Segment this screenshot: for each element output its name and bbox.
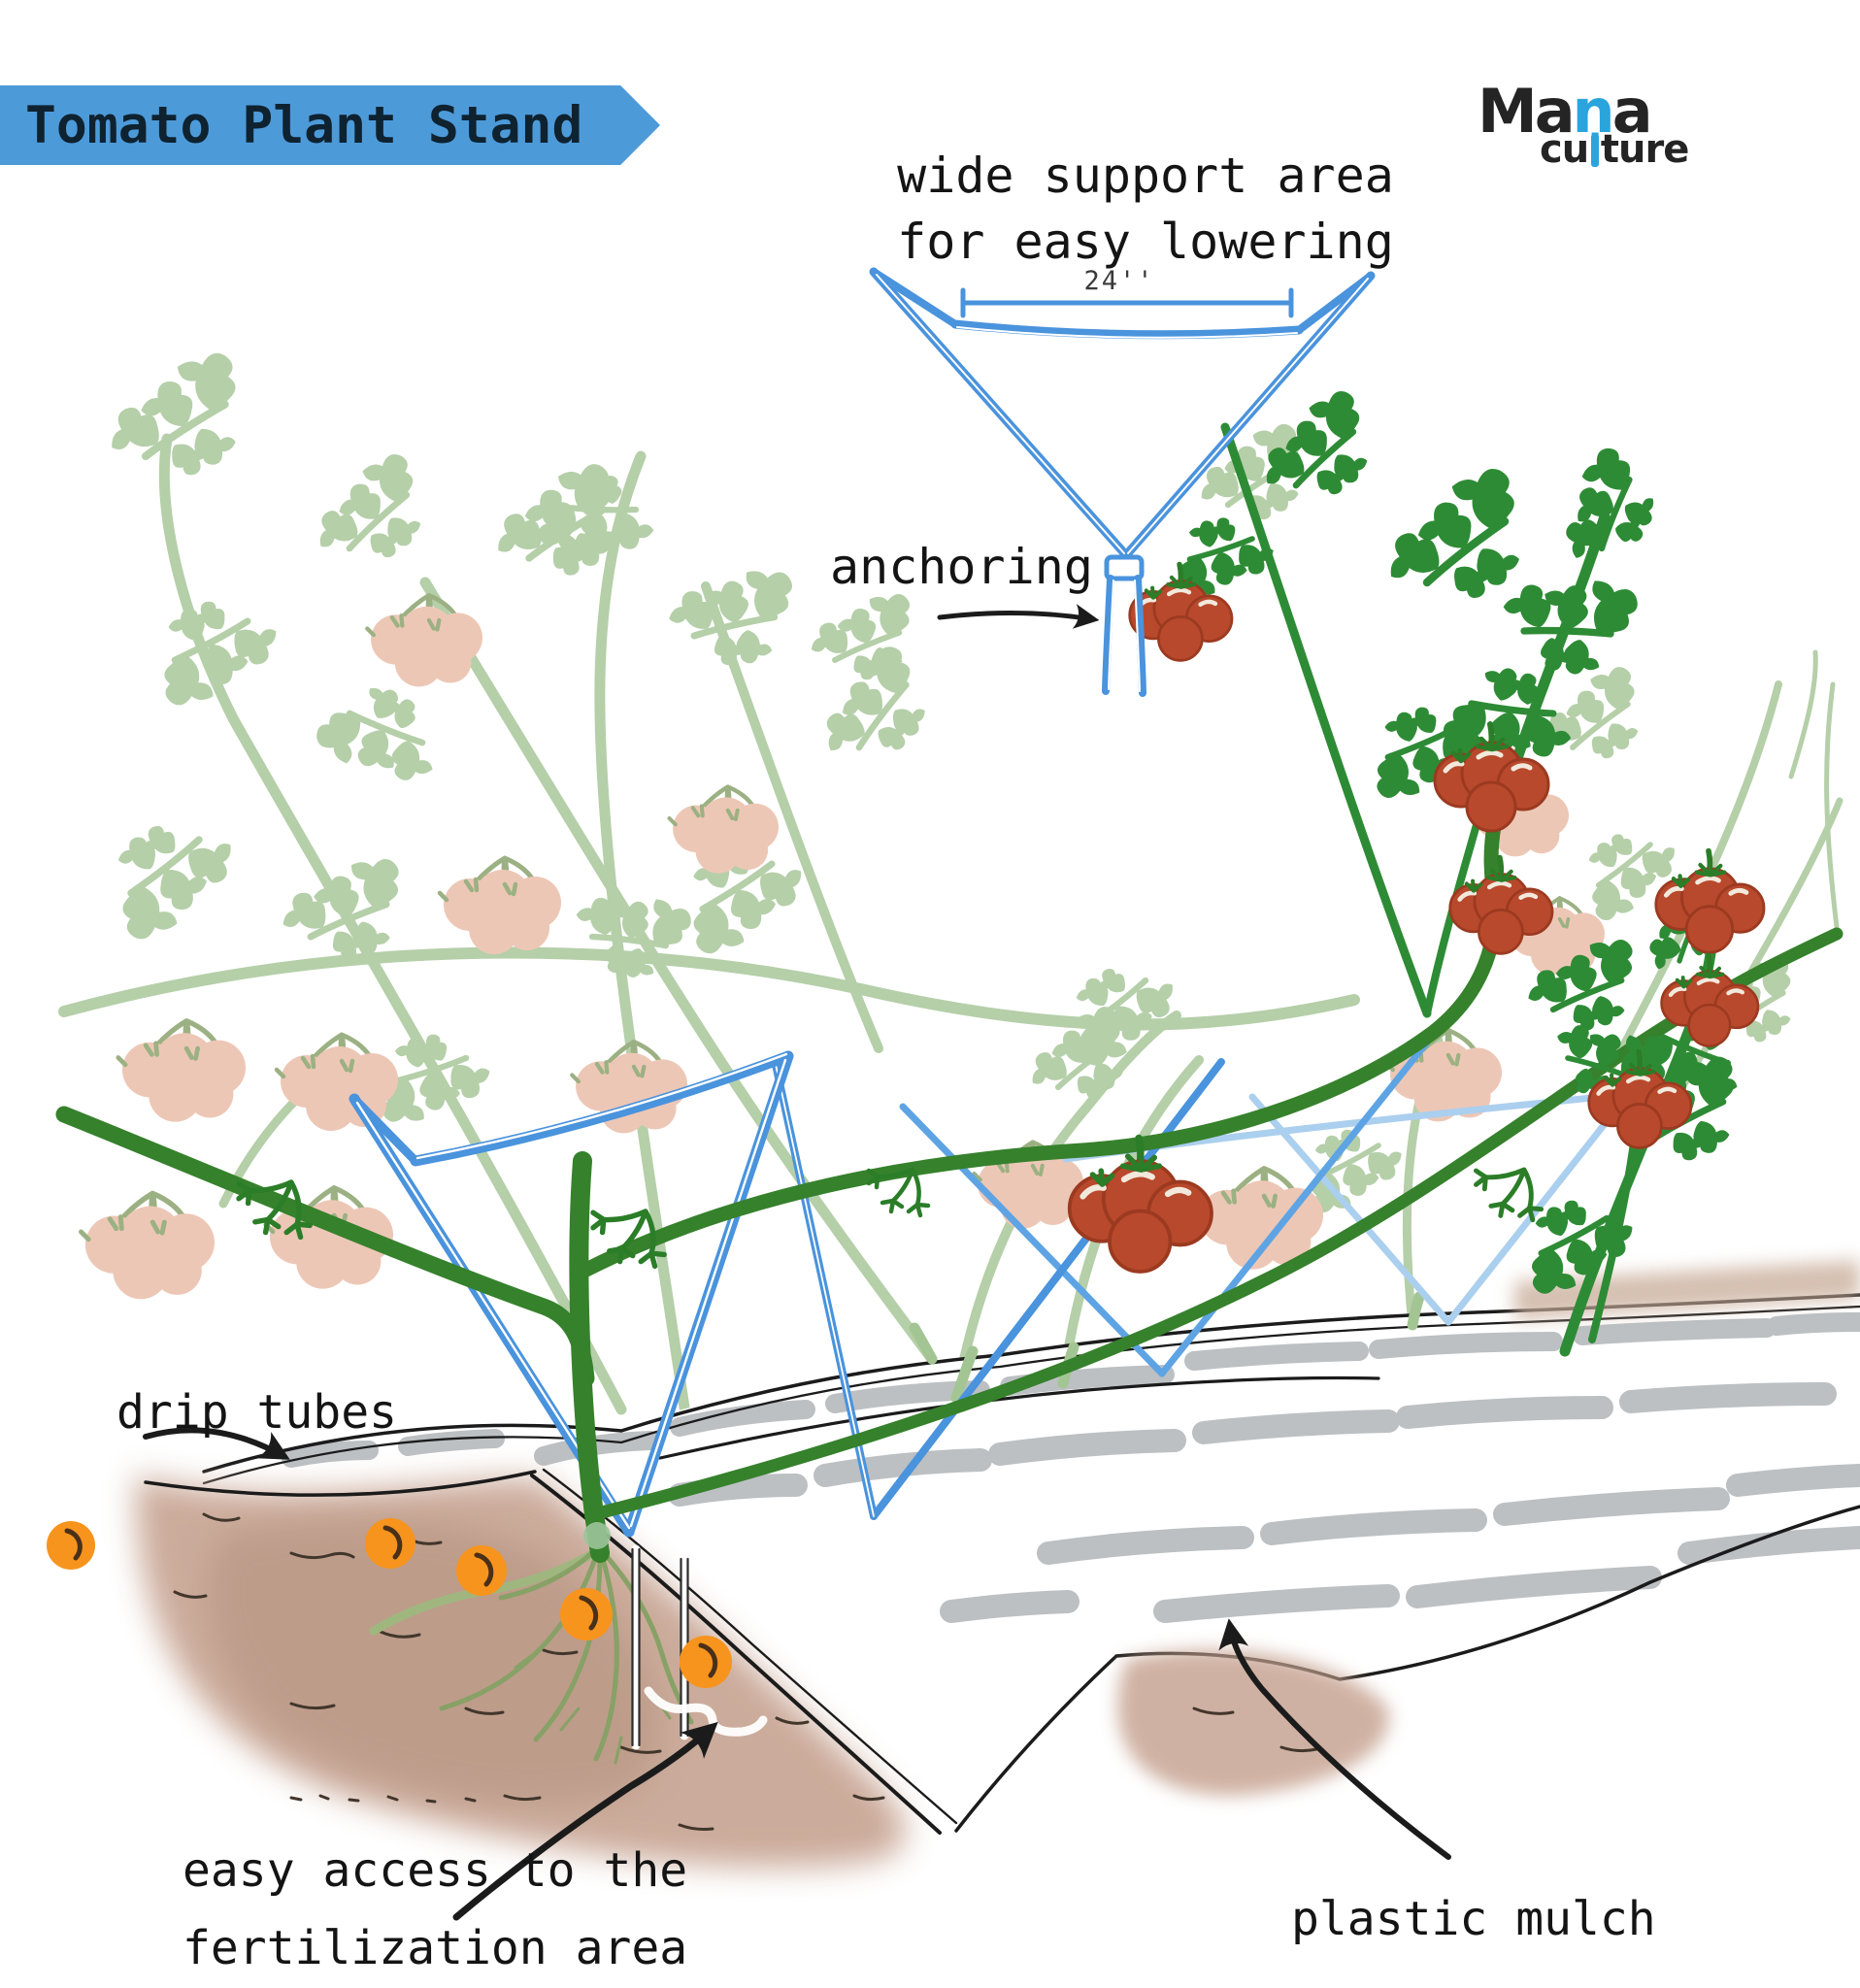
pink-tomato-cluster bbox=[277, 1035, 398, 1131]
red-tomato-cluster bbox=[1656, 851, 1764, 953]
background-pale-plants bbox=[58, 343, 1843, 1415]
pink-tomato-cluster bbox=[440, 858, 561, 954]
flower-sprig bbox=[1477, 1170, 1542, 1220]
drip-tube-dots bbox=[47, 1518, 732, 1688]
brand-letter-stem bbox=[1591, 134, 1599, 167]
tomato-plant-right bbox=[1070, 381, 1764, 1357]
pale-vine bbox=[1788, 649, 1818, 779]
pale-leaf bbox=[664, 567, 801, 675]
arrow-drip-tubes bbox=[143, 1427, 290, 1460]
pale-leaf bbox=[297, 445, 449, 590]
pale-vine bbox=[951, 1011, 1181, 1403]
main-vine bbox=[55, 759, 1843, 1563]
pale-leaf bbox=[308, 664, 459, 805]
arrow-plastic-mulch bbox=[1218, 1618, 1451, 1860]
pale-leaf bbox=[138, 579, 291, 713]
easy-access-label: easy access to the fertilization area bbox=[183, 1833, 687, 1987]
anchoring-label: anchoring bbox=[830, 539, 1093, 595]
mulch-stripes bbox=[282, 1312, 1860, 1623]
measurement-bar bbox=[960, 287, 1294, 318]
pale-vine bbox=[1824, 681, 1840, 930]
support-area-caption: wide support area for easy lowering bbox=[806, 144, 1485, 275]
ground bbox=[47, 1260, 1860, 1868]
pale-vine bbox=[58, 946, 1360, 1031]
pale-leaf bbox=[90, 343, 271, 506]
pale-leaf bbox=[85, 794, 253, 949]
brand-word-mana: Mana bbox=[1478, 76, 1653, 147]
soil-texture-marks bbox=[173, 1512, 1318, 1831]
root-collar bbox=[583, 1522, 611, 1549]
support-stand-center bbox=[899, 1030, 1438, 1377]
pink-tomato-cluster bbox=[670, 787, 780, 874]
red-tomato-clusters bbox=[1070, 564, 1764, 1272]
fertilizer-access-mark bbox=[644, 1686, 768, 1737]
brand-logo: Mana culture bbox=[1478, 76, 1769, 172]
anchor-collar bbox=[1104, 554, 1145, 581]
soil-front-right bbox=[1117, 1649, 1389, 1796]
drip-tube-dot bbox=[680, 1636, 732, 1688]
pale-leaf bbox=[562, 878, 696, 992]
width-measurement-label: 24'' bbox=[1083, 266, 1155, 296]
pale-vine bbox=[158, 433, 627, 1415]
easy-access-line-1: easy access to the bbox=[183, 1843, 688, 1898]
caption-line-2: for easy lowering bbox=[897, 213, 1394, 270]
pink-tomato-cluster bbox=[118, 1021, 246, 1122]
page-title: Tomato Plant Stand bbox=[25, 95, 583, 155]
annotation-arrows bbox=[143, 604, 1451, 1921]
soil-shade bbox=[208, 1518, 661, 1804]
brand-word-culture: culture bbox=[1540, 127, 1689, 172]
pale-leaf bbox=[801, 587, 928, 695]
drip-tubes-label: drip tubes bbox=[116, 1385, 397, 1440]
brand-accent-letter: n bbox=[1572, 76, 1615, 147]
plastic-mulch-label: plastic mulch bbox=[1291, 1892, 1656, 1946]
easy-access-line-2: fertilization area bbox=[183, 1920, 688, 1975]
stem-bases bbox=[909, 1291, 1425, 1404]
arrow-anchoring bbox=[937, 604, 1100, 629]
support-stand-detail bbox=[869, 267, 1376, 697]
drip-tube-dot bbox=[456, 1545, 507, 1596]
pale-vine bbox=[419, 577, 938, 1365]
title-banner: Tomato Plant Stand bbox=[0, 85, 660, 165]
drip-tube-dot bbox=[47, 1521, 95, 1570]
red-tomato-cluster bbox=[1662, 955, 1758, 1046]
pink-tomato-cluster bbox=[82, 1193, 216, 1299]
drip-tube-dot bbox=[365, 1518, 415, 1569]
green-leaf bbox=[1544, 441, 1677, 584]
arrow-easy-access bbox=[452, 1721, 718, 1921]
flower-sprig bbox=[869, 1170, 928, 1215]
caption-line-1: wide support area bbox=[897, 148, 1394, 204]
drip-tube-dot bbox=[560, 1588, 613, 1640]
pink-tomato-cluster bbox=[367, 595, 482, 686]
